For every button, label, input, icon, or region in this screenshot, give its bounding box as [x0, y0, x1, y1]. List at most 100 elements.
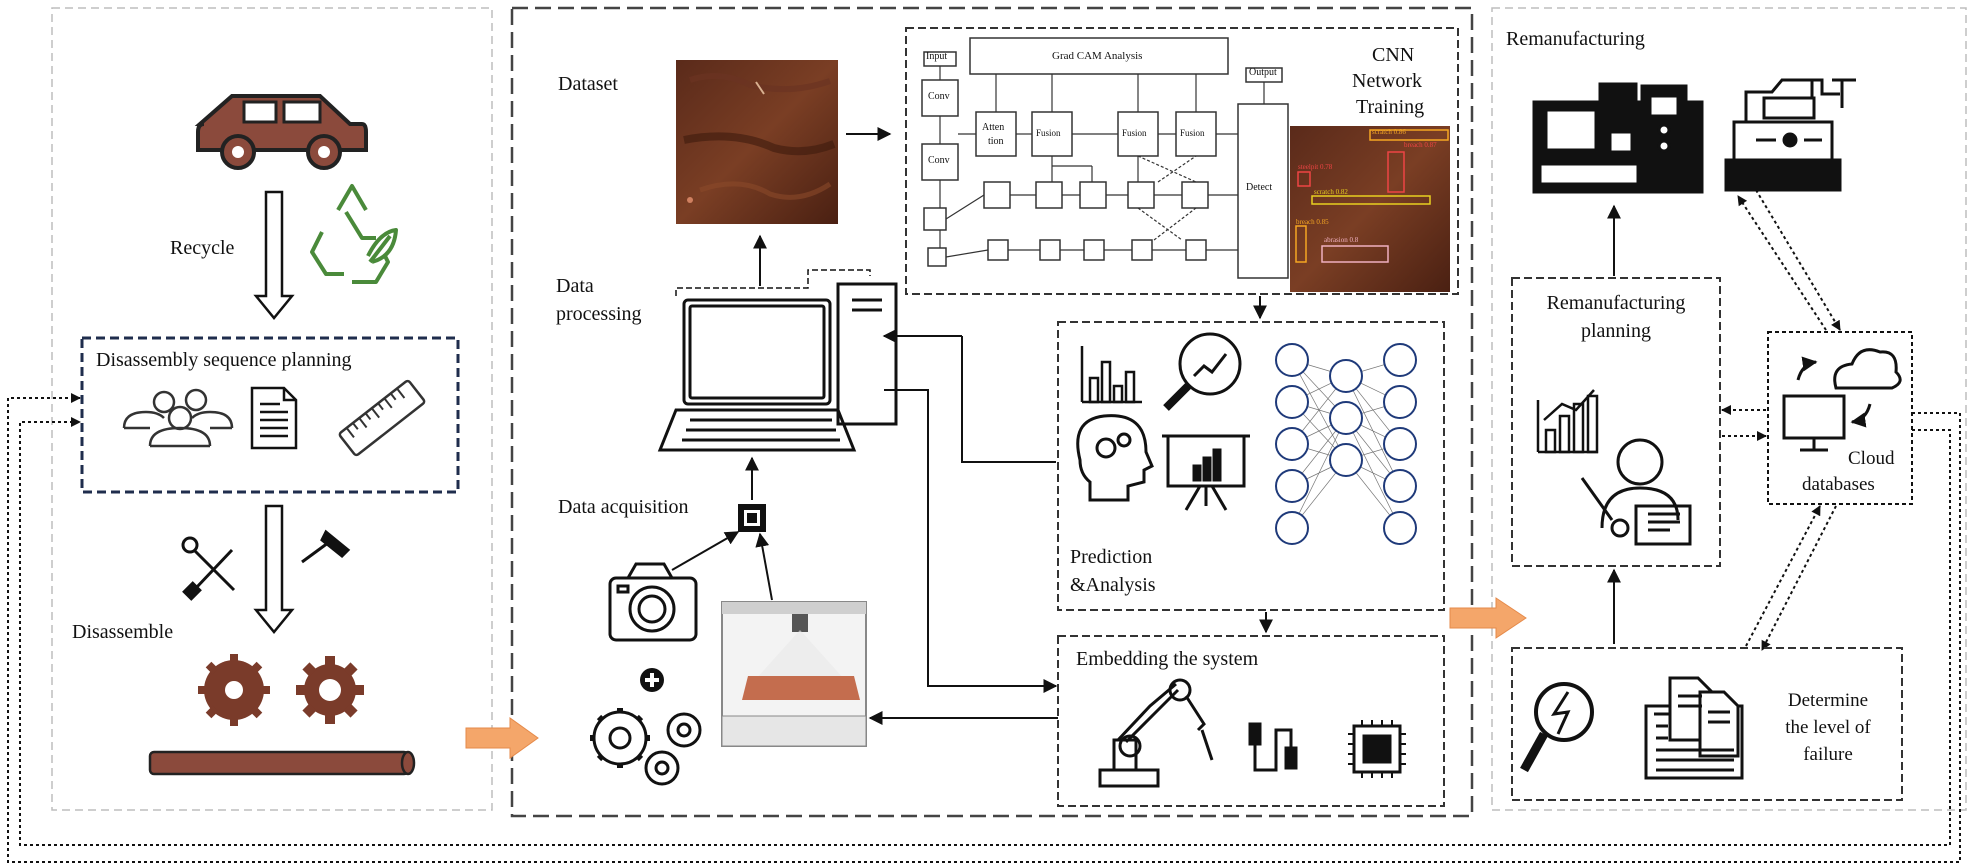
arrow-computer-to-embedding: [884, 389, 1058, 693]
det-breach-1: breach 0.87: [1404, 141, 1437, 149]
milling-machine-icon: [1724, 78, 1856, 192]
failure-level-box: [1511, 647, 1903, 801]
orange-arrow-right: [1449, 597, 1527, 639]
prediction-box: [1057, 321, 1445, 611]
arrow-camera-to-chip: [671, 531, 740, 571]
planning-chart-icon: [1536, 389, 1599, 454]
disassembly-planning-label: Disassembly sequence planning: [96, 349, 352, 371]
output-label: Output: [1249, 67, 1277, 78]
cnc-to-cloud: [1755, 189, 1841, 331]
failure-label-1: Determine: [1787, 690, 1869, 711]
fusion-label-3: Fusion: [1180, 128, 1205, 138]
hammer-icon: [301, 529, 351, 564]
failure-label-2: the level of: [1785, 717, 1871, 738]
presentation-chart-icon: [1162, 434, 1250, 511]
computer-dash-outline: [675, 269, 871, 296]
data-processing-label-1: Data: [556, 275, 594, 297]
feedback-loop-outer: [7, 393, 1961, 863]
brain-head-icon: [1076, 414, 1154, 502]
plus-icon: [640, 668, 664, 692]
camera-icon: [608, 562, 698, 642]
attention-block: [975, 111, 1017, 157]
gradcam-block: [969, 37, 1229, 75]
cloud-label-1: Cloud: [1848, 448, 1895, 469]
disassemble-arrow: [253, 504, 295, 634]
sensor-chip-icon: [738, 504, 766, 532]
failure-to-cloud: [1745, 505, 1821, 647]
cnn-training-label-3: Training: [1356, 96, 1425, 118]
cnn-connections: [939, 66, 1265, 258]
printer-3d-icon: [721, 601, 867, 747]
search-chart-icon: [1163, 332, 1242, 411]
car-icon: [194, 94, 368, 170]
detect-block: [1237, 103, 1289, 279]
reports-icon: [1644, 676, 1744, 780]
bar-chart-icon: [1080, 346, 1142, 404]
failure-label-3: failure: [1803, 744, 1853, 765]
shaft-icon: [148, 750, 416, 776]
left-panel-frame: [51, 7, 493, 811]
dataset-label: Dataset: [558, 73, 618, 95]
gear-brown-icon-2: [296, 656, 364, 724]
cloud-to-cnc: [1737, 195, 1827, 331]
recycle-icon: [310, 184, 398, 284]
wrench-screwdriver-icon: [181, 536, 236, 601]
computer-icon: [657, 282, 898, 452]
people-icon: [122, 388, 234, 448]
prediction-label-1: Prediction: [1070, 546, 1153, 568]
right-panel-frame: [1491, 7, 1967, 811]
dataset-image: [676, 60, 838, 224]
arrow-printer-to-chip: [755, 532, 773, 601]
remanufacturing-planning-label-1: Remanufacturing: [1546, 292, 1686, 314]
fault-search-icon: [1520, 682, 1594, 773]
processor-chip-icon: [1348, 720, 1406, 778]
neural-network-icon: [1275, 343, 1417, 545]
data-acquisition-label: Data acquisition: [558, 496, 689, 518]
center-panel-frame: [510, 6, 1474, 818]
gear-brown-icon-1: [198, 654, 270, 726]
attention-label-1: Atten: [982, 122, 1005, 133]
orange-arrow-left: [465, 717, 539, 759]
cnn-training-label-1: CNN: [1372, 44, 1415, 66]
attention-label-2: tion: [988, 136, 1004, 147]
embedding-label: Embedding the system: [1076, 648, 1259, 670]
conv-block-2: [921, 143, 959, 181]
gears-icon: [590, 708, 702, 786]
cnn-training-box: [905, 27, 1459, 295]
detection-result-image: [1290, 126, 1450, 292]
document-icon: [250, 386, 298, 450]
det-scratch-2: scratch 0.82: [1314, 188, 1348, 196]
robot-arm-icon: [1098, 678, 1214, 788]
conv-label-2: Conv: [928, 155, 950, 166]
cloud-label-2: databases: [1802, 474, 1875, 495]
remanufacturing-label: Remanufacturing: [1506, 28, 1645, 50]
fusion-label-1: Fusion: [1036, 128, 1061, 138]
det-scratch-1: scratch 0.86: [1372, 128, 1406, 136]
remanufacturing-planning-label-2: planning: [1581, 320, 1651, 342]
det-steelpit: steelpit 0.78: [1298, 163, 1333, 171]
line-prediction-to-computer: [961, 336, 1056, 463]
remanufacturing-planning-box: [1511, 277, 1721, 567]
cnn-training-label-2: Network: [1352, 70, 1422, 92]
cloud-computer-icon: [1782, 348, 1902, 452]
gradcam-label: Grad CAM Analysis: [1052, 50, 1143, 62]
det-breach-2: breach 0.85: [1296, 218, 1329, 226]
embedding-box: [1057, 635, 1445, 807]
cloud-databases-box: [1767, 331, 1913, 505]
det-abrasion: abrasion 0.8: [1324, 236, 1359, 244]
cnn-architecture: [921, 37, 1289, 279]
feedback-loop-inner: [19, 417, 1951, 846]
data-processing-label-2: processing: [556, 303, 642, 325]
teacher-icon: [1580, 438, 1692, 546]
disassembly-planning-box: [80, 336, 460, 494]
prediction-label-2: &Analysis: [1070, 574, 1156, 596]
disassemble-label: Disassemble: [72, 621, 174, 643]
input-label: Input: [926, 51, 948, 62]
cloud-to-failure: [1761, 505, 1837, 651]
recycle-arrow: [253, 190, 295, 320]
conv-label-1: Conv: [928, 91, 950, 102]
recycle-label: Recycle: [170, 237, 235, 259]
fusion-label-2: Fusion: [1122, 128, 1147, 138]
